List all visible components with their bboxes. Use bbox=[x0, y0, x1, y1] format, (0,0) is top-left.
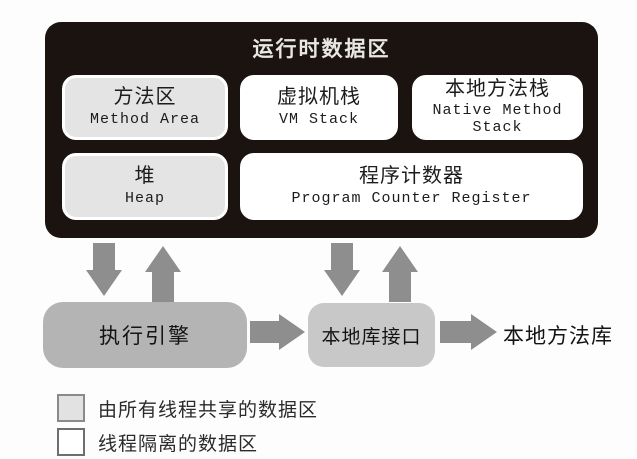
vm-stack-label-en: VM Stack bbox=[278, 110, 359, 128]
legend-swatch-shared bbox=[57, 394, 85, 422]
native-method-stack-label-zh: 本地方法栈 bbox=[445, 78, 550, 100]
up-arrow-interface-icon bbox=[382, 246, 418, 302]
heap-label-en: Heap bbox=[124, 189, 165, 207]
execution-engine-box: 执行引擎 bbox=[43, 302, 247, 368]
down-arrow-interface-icon bbox=[324, 243, 360, 296]
up-arrow-engine-icon bbox=[145, 246, 181, 302]
box-vm-stack: 虚拟机栈 VM Stack bbox=[240, 75, 398, 140]
method-area-label-en: Method Area bbox=[89, 110, 201, 128]
down-arrow-engine-icon bbox=[86, 243, 122, 296]
method-area-label-zh: 方法区 bbox=[113, 86, 177, 109]
box-native-method-stack: 本地方法栈 Native Method Stack bbox=[412, 75, 583, 140]
box-heap: 堆 Heap bbox=[62, 153, 228, 220]
native-interface-label: 本地库接口 bbox=[321, 326, 422, 348]
runtime-data-area-title: 运行时数据区 bbox=[252, 38, 391, 61]
box-program-counter: 程序计数器 Program Counter Register bbox=[240, 153, 583, 220]
native-method-stack-label-en: Native Method Stack bbox=[432, 102, 563, 137]
right-arrow-engine-to-interface-icon bbox=[250, 314, 305, 350]
program-counter-label-en: Program Counter Register bbox=[291, 189, 532, 207]
vm-stack-label-zh: 虚拟机栈 bbox=[277, 86, 361, 109]
legend-label-shared: 由所有线程共享的数据区 bbox=[98, 399, 319, 421]
legend-swatch-isolated bbox=[57, 428, 85, 456]
execution-engine-label: 执行引擎 bbox=[99, 325, 191, 348]
right-arrow-interface-to-library-icon bbox=[440, 314, 497, 350]
native-interface-box: 本地库接口 bbox=[308, 303, 435, 367]
box-method-area: 方法区 Method Area bbox=[62, 75, 228, 140]
legend-item-shared: 由所有线程共享的数据区 bbox=[57, 394, 318, 422]
legend-label-isolated: 线程隔离的数据区 bbox=[98, 433, 259, 455]
program-counter-label-zh: 程序计数器 bbox=[359, 165, 464, 188]
native-library-label: 本地方法库 bbox=[503, 325, 613, 348]
legend-item-isolated: 线程隔离的数据区 bbox=[57, 428, 258, 456]
heap-label-zh: 堆 bbox=[134, 165, 156, 188]
